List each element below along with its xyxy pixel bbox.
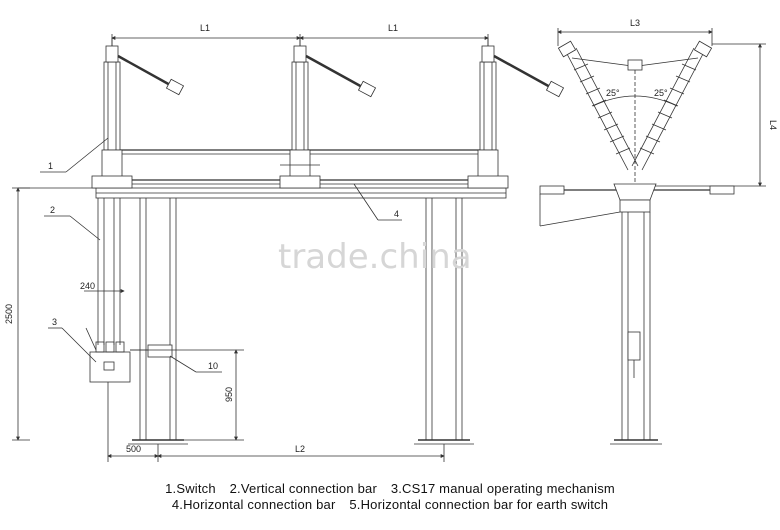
support-post-left (128, 198, 188, 445)
legend-item-switch: 1.Switch (165, 481, 216, 496)
label-angle-right: 25° (654, 88, 668, 98)
callout-1: 1 (48, 161, 53, 171)
label-240: 240 (80, 281, 95, 291)
legend-item-cs17-mechanism: 3.CS17 manual operating mechanism (390, 481, 615, 496)
legend-line-1: 1.Switch 2.Vertical connection bar 3.CS1… (0, 481, 780, 496)
v-insulator-left (557, 40, 639, 171)
v-top-connector (571, 57, 699, 186)
watermark: trade.china (278, 237, 472, 277)
side-support-post (610, 212, 662, 445)
legend-item-horizontal-bar: 4.Horizontal connection bar (171, 497, 336, 512)
dimension-500-l2 (107, 382, 445, 462)
callout-3: 3 (52, 317, 57, 327)
label-l3: L3 (630, 18, 640, 28)
dimension-2500 (12, 187, 30, 441)
support-post-right (414, 198, 474, 445)
label-l2: L2 (295, 444, 305, 454)
callout-2: 2 (50, 205, 55, 215)
legend-item-vertical-bar: 2.Vertical connection bar (229, 481, 377, 496)
v-insulator-right (631, 40, 713, 171)
callout-leaders (40, 137, 402, 373)
dimension-l4 (650, 43, 766, 187)
operating-mechanism-box (85, 327, 173, 383)
dimension-l3 (557, 28, 713, 46)
label-2500: 2500 (4, 304, 14, 324)
label-l4: L4 (768, 120, 778, 130)
switch-column-1 (91, 38, 185, 189)
side-cross-arm (539, 183, 735, 227)
label-l1-right: L1 (388, 23, 398, 33)
dimension-950 (130, 349, 244, 441)
label-500: 500 (126, 444, 141, 454)
legend-item-earth-switch-bar: 5.Horizontal connection bar for earth sw… (349, 497, 609, 512)
callout-4: 4 (394, 209, 399, 219)
callout-10: 10 (208, 361, 218, 371)
technical-drawing: L1 L1 L3 L4 L2 2500 240 950 500 25° 25° … (4, 18, 778, 462)
vertical-connection-bar (84, 198, 125, 345)
switch-column-2 (279, 38, 377, 189)
switch-column-3 (467, 38, 565, 189)
base-beam (18, 187, 507, 199)
label-950: 950 (224, 387, 234, 402)
label-l1-left: L1 (200, 23, 210, 33)
legend-line-2: 4.Horizontal connection bar 5.Horizontal… (0, 497, 780, 512)
label-angle-left: 25° (606, 88, 620, 98)
